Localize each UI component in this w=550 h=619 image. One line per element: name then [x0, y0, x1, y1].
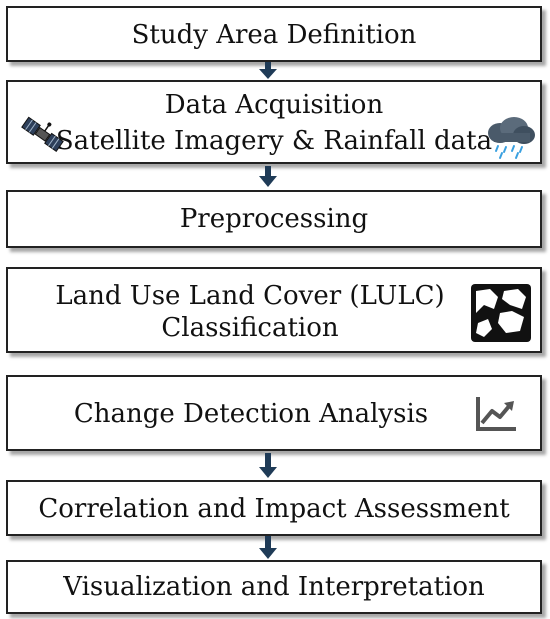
step-change-detection-box: Change Detection Analysis [6, 375, 542, 451]
step-lulc-label: Land Use Land Cover (LULC) [55, 281, 445, 311]
step-lulc-box: Land Use Land Cover (LULC) Classificatio… [6, 267, 542, 353]
land-cover-map-icon [471, 284, 531, 342]
step-data-acquisition-box: Data Acquisition Satellite Imagery & Rai… [6, 80, 542, 164]
flow-arrow-4 [259, 536, 277, 559]
step-preprocessing-box: Preprocessing [6, 190, 542, 248]
step-correlation-label: Correlation and Impact Assessment [38, 494, 510, 524]
flow-arrow-2 [259, 166, 277, 187]
step-visualization-box: Visualization and Interpretation [6, 560, 542, 614]
flow-arrow-3 [259, 453, 277, 478]
rain-cloud-icon [488, 117, 535, 159]
step-correlation-box: Correlation and Impact Assessment [6, 480, 542, 536]
step-preprocessing-label: Preprocessing [179, 204, 369, 234]
step-study-area-box: Study Area Definition [6, 6, 542, 62]
satellite-icon [21, 116, 64, 152]
trend-chart-icon [476, 397, 516, 431]
step-study-area-label: Study Area Definition [131, 20, 417, 50]
flow-arrow-1 [259, 62, 277, 79]
step-change-detection-label: Change Detection Analysis [73, 399, 429, 429]
step-data-acquisition-label: Data Acquisition [164, 90, 384, 120]
step-visualization-label: Visualization and Interpretation [63, 572, 485, 602]
step-lulc-sublabel: Classification [161, 313, 339, 343]
step-data-acquisition-sublabel: Satellite Imagery & Rainfall data [55, 126, 493, 156]
